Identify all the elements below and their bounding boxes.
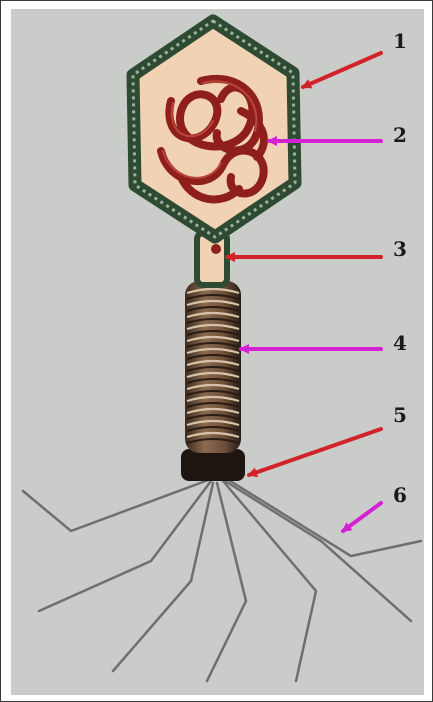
- label-3: 3: [393, 239, 407, 259]
- label-4: 4: [393, 333, 407, 353]
- arrow-1: [303, 53, 381, 87]
- label-5: 5: [393, 405, 407, 425]
- tail-fiber: [223, 481, 316, 681]
- tail-fiber: [39, 481, 211, 611]
- label-2: 2: [393, 125, 407, 145]
- tail-fiber: [225, 481, 411, 621]
- label-6: 6: [393, 485, 407, 505]
- base-plate: [181, 449, 245, 481]
- label-1: 1: [393, 31, 407, 51]
- arrow-6: [343, 503, 381, 531]
- tail-fiber: [23, 479, 211, 531]
- tail-sheath: [185, 281, 241, 453]
- tail-fibers: [23, 479, 421, 681]
- tail-fiber: [113, 483, 213, 671]
- arrow-5: [249, 429, 381, 475]
- tail-fiber: [207, 483, 246, 681]
